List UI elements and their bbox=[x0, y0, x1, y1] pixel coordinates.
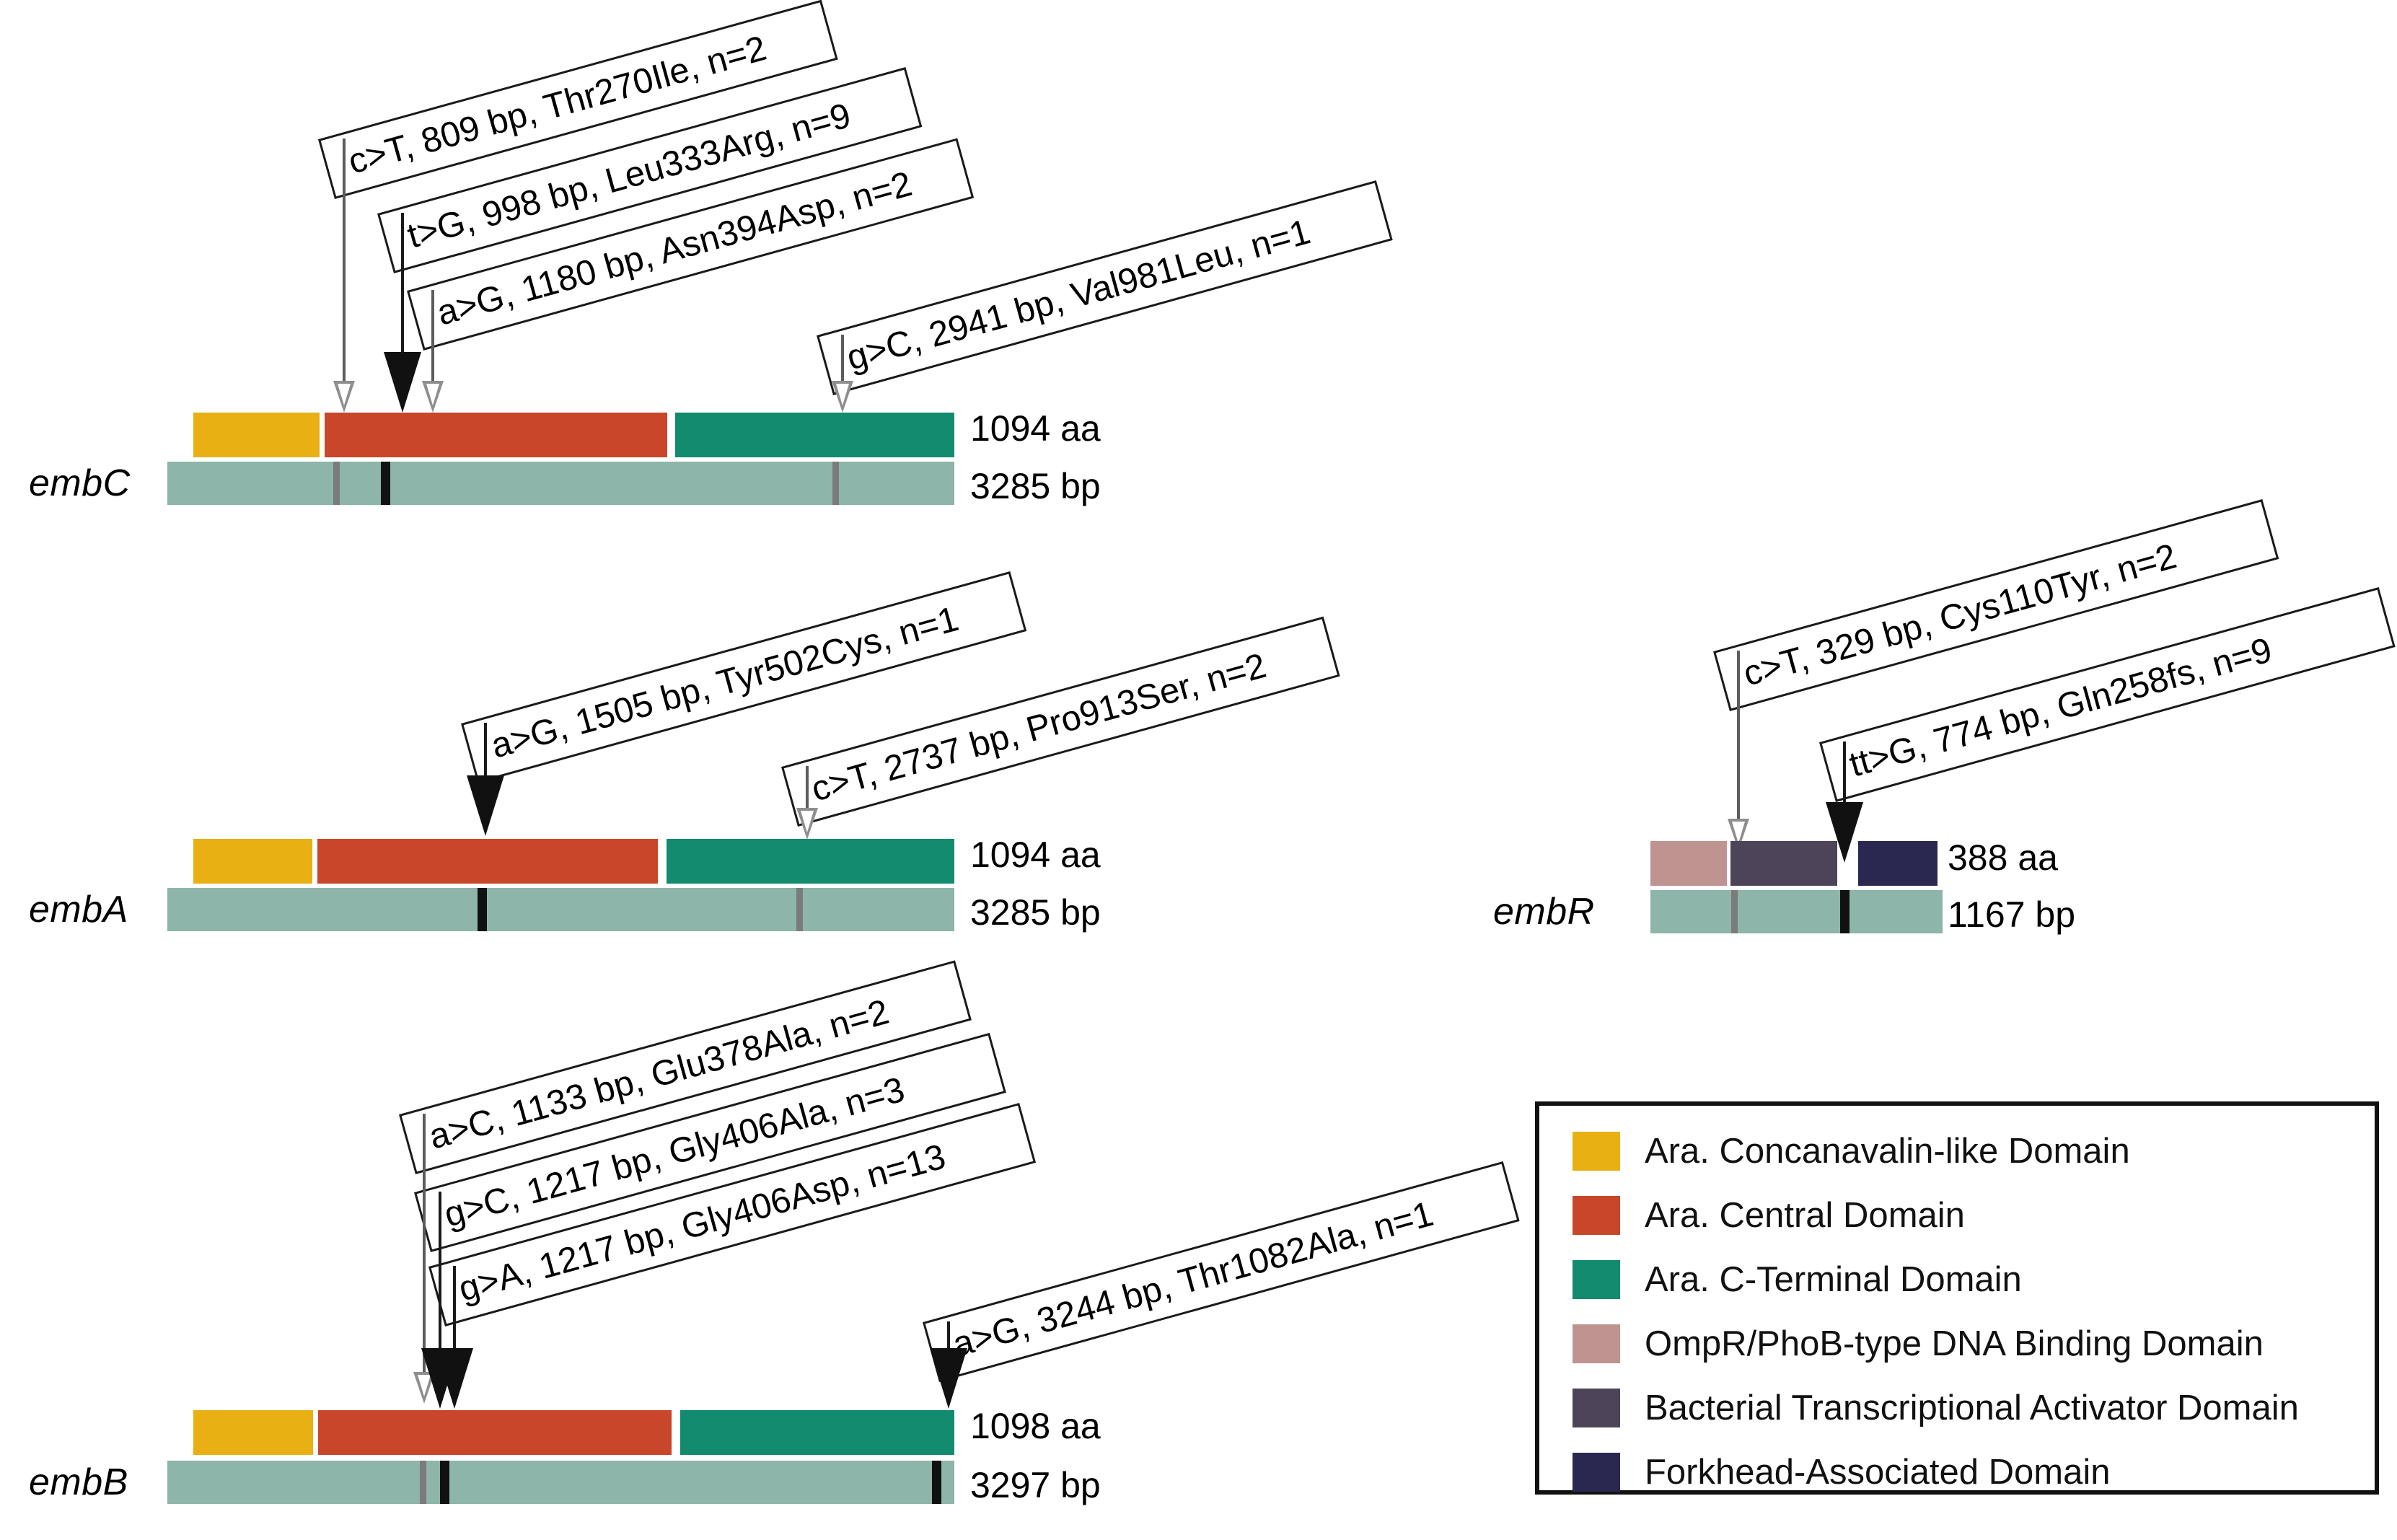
arrow-open-embc-3 bbox=[422, 381, 444, 413]
legend-swatch-ompr bbox=[1573, 1324, 1620, 1363]
gene-length-embc: 3285 bp bbox=[970, 466, 1101, 506]
gene-tick-embb-3244 bbox=[932, 1461, 941, 1504]
arrow-solid-embb-3 bbox=[436, 1348, 473, 1409]
gene-tick-embc-998 bbox=[381, 462, 390, 505]
legend-swatch-central bbox=[1573, 1196, 1620, 1235]
gene-bar-embb bbox=[167, 1461, 954, 1504]
legend-item: Bacterial Transcriptional Activator Doma… bbox=[1539, 1383, 2375, 1433]
domain-embc-concanavalin bbox=[193, 413, 320, 457]
arrow-solid-emba-1 bbox=[467, 775, 504, 836]
gene-length-embb: 3297 bp bbox=[970, 1465, 1101, 1505]
leader-embb-2 bbox=[439, 1192, 441, 1385]
callout-embb-4: a>G, 3244 bp, Thr1082Ala, n=1 bbox=[923, 1161, 1520, 1382]
domain-emba-concanavalin bbox=[193, 839, 312, 884]
domain-embc-cterminal bbox=[675, 413, 954, 457]
legend-label-concanavalin: Ara. Concanavalin-like Domain bbox=[1645, 1132, 2130, 1171]
domain-emba-central bbox=[317, 839, 658, 884]
legend-swatch-activator bbox=[1573, 1389, 1620, 1427]
leader-embc-1 bbox=[343, 138, 346, 390]
legend-label-cterminal: Ara. C-Terminal Domain bbox=[1645, 1260, 2022, 1299]
gene-bar-emba bbox=[167, 888, 954, 931]
gene-tick-embc-2941 bbox=[832, 462, 839, 505]
protein-length-embb: 1098 aa bbox=[970, 1406, 1101, 1446]
legend-item: Ara. Concanavalin-like Domain bbox=[1539, 1126, 2375, 1176]
leader-embb-3 bbox=[453, 1266, 456, 1385]
domain-embb-central bbox=[318, 1410, 672, 1455]
leader-embc-3 bbox=[431, 290, 434, 390]
arrow-solid-embc-2 bbox=[384, 352, 421, 413]
gene-tick-embr-329 bbox=[1731, 890, 1738, 933]
legend-item: Forkhead-Associated Domain bbox=[1539, 1447, 2375, 1497]
domain-embr-activator bbox=[1730, 841, 1837, 886]
leader-embc-4 bbox=[841, 335, 844, 390]
legend-label-central: Ara. Central Domain bbox=[1645, 1196, 1965, 1235]
gene-name-emba: embA bbox=[29, 889, 128, 930]
legend-item: OmpR/PhoB-type DNA Binding Domain bbox=[1539, 1319, 2375, 1369]
gene-name-embr: embR bbox=[1493, 891, 1595, 933]
leader-emba-2 bbox=[806, 766, 809, 817]
legend-label-forkhead: Forkhead-Associated Domain bbox=[1645, 1453, 2111, 1492]
protein-length-embr: 388 aa bbox=[1948, 837, 2058, 878]
arrow-solid-embb-4 bbox=[930, 1348, 967, 1409]
leader-embb-1 bbox=[423, 1114, 426, 1381]
arrow-open-embc-4 bbox=[832, 381, 853, 413]
legend-label-activator: Bacterial Transcriptional Activator Doma… bbox=[1645, 1389, 2299, 1427]
gene-bar-embr bbox=[1650, 890, 1943, 933]
legend-box: Ara. Concanavalin-like Domain Ara. Centr… bbox=[1535, 1101, 2379, 1495]
leader-embr-2 bbox=[1843, 742, 1846, 814]
leader-embr-1 bbox=[1737, 651, 1740, 826]
domain-embr-ompr bbox=[1650, 841, 1727, 886]
gene-length-emba: 3285 bp bbox=[970, 892, 1101, 933]
legend-label-ompr: OmpR/PhoB-type DNA Binding Domain bbox=[1645, 1324, 2264, 1363]
legend-swatch-forkhead bbox=[1573, 1453, 1620, 1492]
domain-embb-cterminal bbox=[680, 1410, 954, 1455]
legend-swatch-concanavalin bbox=[1573, 1132, 1620, 1171]
arrow-open-embc-1 bbox=[333, 381, 355, 413]
leader-embc-2 bbox=[401, 213, 404, 364]
gene-length-embr: 1167 bp bbox=[1948, 894, 2076, 935]
gene-name-embc: embC bbox=[29, 462, 131, 504]
arrow-open-emba-2 bbox=[796, 808, 818, 840]
protein-length-embc: 1094 aa bbox=[970, 408, 1101, 449]
leader-emba-1 bbox=[484, 723, 487, 788]
legend-swatch-cterminal bbox=[1573, 1260, 1620, 1299]
gene-tick-emba-2737 bbox=[796, 888, 803, 931]
gene-tick-embb-1133 bbox=[420, 1461, 426, 1504]
gene-tick-emba-1505 bbox=[478, 888, 487, 931]
legend-item: Ara. Central Domain bbox=[1539, 1190, 2375, 1241]
protein-length-emba: 1094 aa bbox=[970, 835, 1101, 875]
gene-bar-embc bbox=[167, 462, 954, 505]
domain-embr-forkhead bbox=[1858, 841, 1938, 886]
gene-tick-embb-1217 bbox=[440, 1461, 449, 1504]
domain-embc-central bbox=[325, 413, 667, 457]
domain-emba-cterminal bbox=[667, 839, 954, 884]
gene-tick-embr-774 bbox=[1840, 890, 1850, 933]
legend-item: Ara. C-Terminal Domain bbox=[1539, 1254, 2375, 1305]
gene-name-embb: embB bbox=[29, 1461, 128, 1503]
gene-tick-embc-809 bbox=[333, 462, 340, 505]
domain-embb-concanavalin bbox=[193, 1410, 313, 1455]
